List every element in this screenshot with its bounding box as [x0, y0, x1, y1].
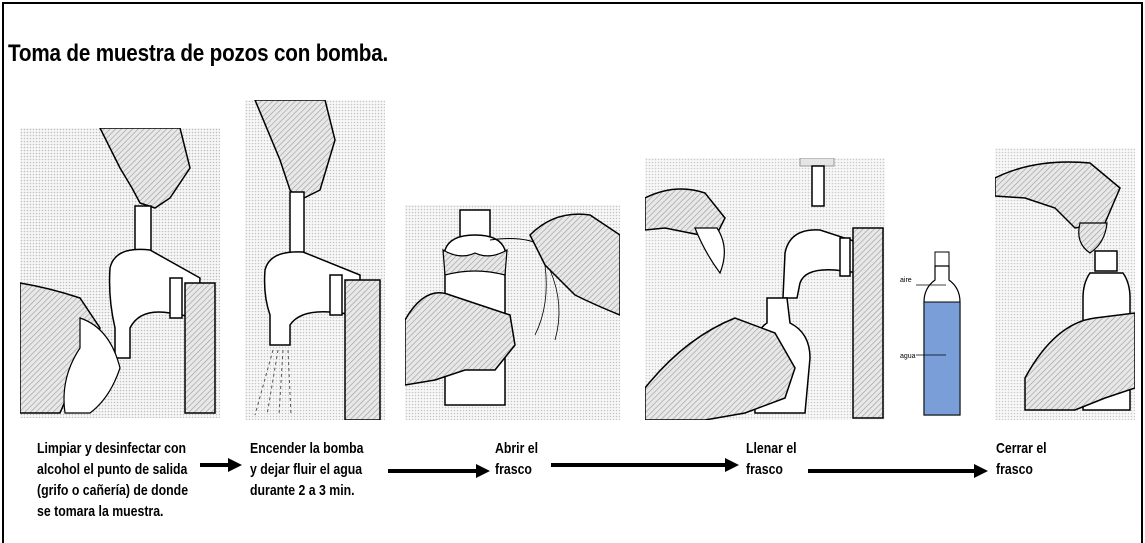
caption-line: (grifo o cañería) de donde	[37, 480, 188, 501]
caption-line: se tomara la muestra.	[37, 501, 188, 522]
arrow-2	[388, 463, 492, 479]
caption-line: Encender la bomba	[250, 438, 363, 459]
step-4-caption: Llenar el frasco	[746, 438, 797, 480]
step-5-caption: Cerrar el frasco	[996, 438, 1047, 480]
caption-line: durante 2 a 3 min.	[250, 480, 363, 501]
caption-line: alcohol el punto de salida	[37, 459, 188, 480]
caption-line: Abrir el	[495, 438, 538, 459]
caption-line: frasco	[996, 459, 1047, 480]
step-2-caption: Encender la bomba y dejar fluir el agua …	[250, 438, 363, 501]
illustration-water-bottle: aire agua	[898, 250, 988, 422]
illustration-water-flow	[245, 100, 385, 420]
caption-line: frasco	[495, 459, 538, 480]
illustration-clean-tap	[20, 128, 220, 418]
figure-title: Toma de muestra de pozos con bomba.	[8, 40, 388, 68]
caption-line: y dejar fluir el agua	[250, 459, 363, 480]
illustration-close-bottle	[995, 148, 1135, 420]
step-1-caption: Limpiar y desinfectar con alcohol el pun…	[37, 438, 188, 522]
arrow-1	[200, 457, 244, 473]
arrow-4	[808, 463, 990, 479]
illustration-open-bottle	[405, 205, 620, 420]
caption-line: Limpiar y desinfectar con	[37, 438, 188, 459]
caption-line: Cerrar el	[996, 438, 1047, 459]
arrow-3	[551, 457, 741, 473]
illustration-fill-bottle	[645, 158, 885, 420]
step-3-caption: Abrir el frasco	[495, 438, 538, 480]
caption-line: frasco	[746, 459, 797, 480]
label-air: aire	[900, 277, 912, 284]
caption-line: Llenar el	[746, 438, 797, 459]
label-water: agua	[900, 353, 916, 360]
